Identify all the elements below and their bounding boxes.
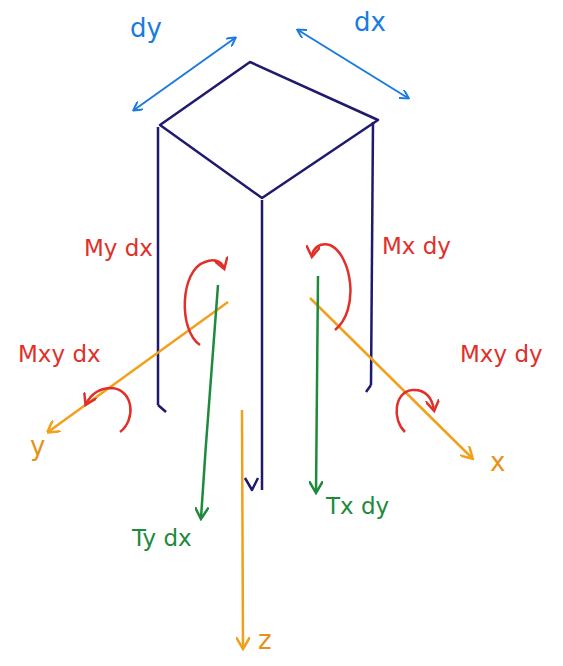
moment-label: Mxy dy xyxy=(458,342,545,367)
moment-label: Mx dy xyxy=(380,234,453,259)
z-axis xyxy=(242,410,243,648)
axis-label: z xyxy=(256,626,274,655)
axis-label: y xyxy=(28,432,47,461)
shear-force-arrow xyxy=(201,285,218,518)
shear-force-label: Tx dy xyxy=(324,494,391,519)
moment-label: My dx xyxy=(82,236,155,261)
axis-label: x xyxy=(488,448,507,477)
dimension-label: dy xyxy=(128,14,164,43)
moment-arrow xyxy=(185,260,224,345)
x-axis xyxy=(310,298,472,458)
moment-arrow xyxy=(397,390,434,432)
dimension-label: dx xyxy=(352,8,388,37)
moment-label: Mxy dx xyxy=(16,342,103,367)
dimension-arrow xyxy=(134,38,235,110)
moment-arrow xyxy=(86,388,130,432)
dimension-arrow xyxy=(298,30,408,98)
shear-force-arrow xyxy=(316,276,318,492)
prism-outline xyxy=(158,62,378,490)
shear-force-label: Ty dx xyxy=(130,526,194,551)
